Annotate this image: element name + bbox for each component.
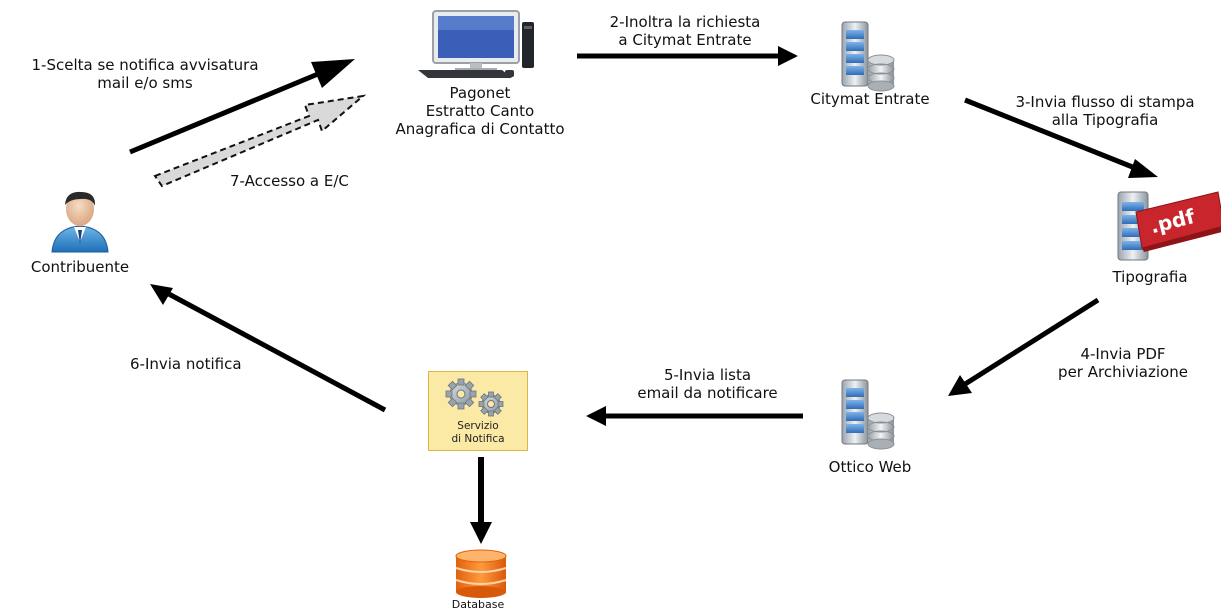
arrow-step2 [577,46,798,66]
step3-label-line2: alla Tipografia [1051,111,1159,129]
step7-label: 7-Accesso a E/C [230,172,349,190]
arrow-step6 [150,284,387,413]
step2-label-line2: a Citymat Entrate [618,31,752,49]
notification-service-label: Servizio di Notifica [429,420,527,446]
step4-label: 4-Invia PDF per Archiviazione [1038,345,1208,381]
pagonet-label-line1: Pagonet [449,84,511,102]
step3-label-line1: 3-Invia flusso di stampa [1015,93,1195,111]
desktop-computer-icon [418,10,534,78]
arrow-to-database [470,457,492,544]
arrow-step3 [964,97,1158,178]
step2-label-line1: 2-Inoltra la richiesta [609,13,761,31]
server-icon [841,21,895,92]
ottico-web-label: Ottico Web [828,458,912,476]
arrow-step4 [948,297,1100,396]
gears-icon [445,378,504,417]
step6-label: 6-Invia notifica [130,355,242,373]
citymat-label: Citymat Entrate [810,90,930,108]
user-icon [51,191,109,253]
step5-label: 5-Invia lista email da notificare [615,366,800,402]
database-label: Database [451,598,505,611]
contribuente-label: Contribuente [30,258,130,276]
arrow-step5 [586,406,803,426]
pagonet-label-line3: Anagrafica di Contatto [395,120,565,138]
step1-label-line2: mail e/o sms [97,74,193,92]
database-icon [455,549,507,598]
step4-label-line2: per Archiviazione [1058,363,1188,381]
step3-label: 3-Invia flusso di stampa alla Tipografia [990,93,1220,129]
arrow-step1 [129,59,355,155]
pagonet-label-line2: Estratto Canto [425,102,535,120]
notification-service-label-line2: di Notifica [451,433,505,445]
pagonet-label: Pagonet Estratto Canto Anagrafica di Con… [380,84,580,138]
step1-label: 1-Scelta se notifica avvisatura mail e/o… [0,56,290,92]
pdf-server-icon: .pdf [1117,191,1221,261]
step5-label-line1: 5-Invia lista [663,366,752,384]
server-icon [841,379,895,450]
arrow-step7 [153,94,367,188]
step5-label-line2: email da notificare [637,384,778,402]
notification-service-box: Servizio di Notifica [428,371,528,451]
step2-label: 2-Inoltra la richiesta a Citymat Entrate [585,13,785,49]
tipografia-label: Tipografia [1112,268,1188,286]
notification-service-label-line1: Servizio [457,420,499,432]
step4-label-line1: 4-Invia PDF [1080,345,1166,363]
step1-label-line1: 1-Scelta se notifica avvisatura [31,56,259,74]
